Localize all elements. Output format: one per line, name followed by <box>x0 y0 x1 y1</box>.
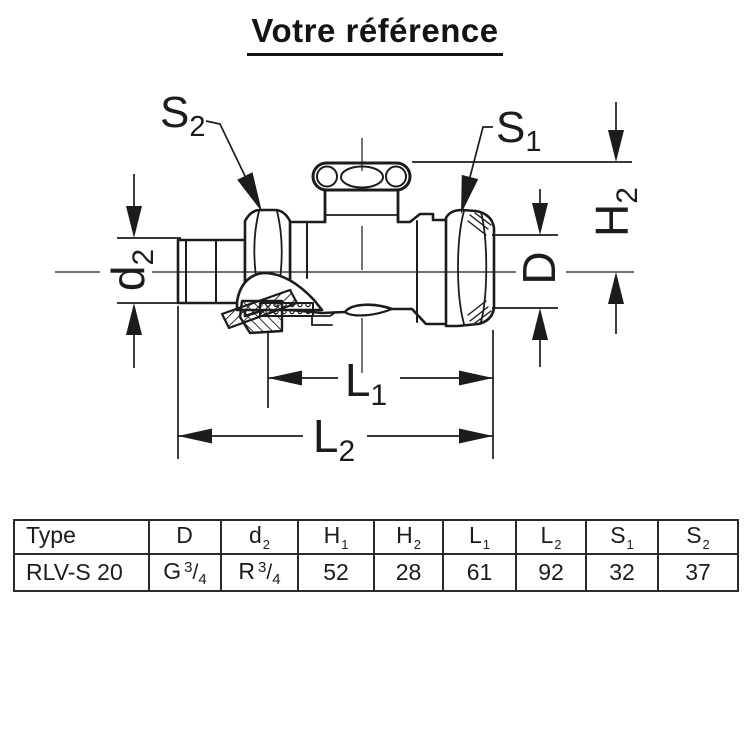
header-S2: S2 <box>657 519 739 555</box>
label-s1: S1 <box>496 103 542 158</box>
thread-cutaway-hatch <box>467 211 493 325</box>
label-s2: S2 <box>160 88 206 143</box>
union-nut-s1 <box>444 208 496 328</box>
header-H2: H2 <box>373 519 444 555</box>
header-S1: S1 <box>585 519 659 555</box>
header-L2: L2 <box>515 519 587 555</box>
label-d2: d2 <box>102 249 160 291</box>
cell-H1: 52 <box>297 553 375 592</box>
label-d: D <box>513 251 565 284</box>
cell-H2: 28 <box>373 553 444 592</box>
table-header-row: Type D d2 H1 H2 L1 L2 S1 S2 <box>13 519 739 555</box>
seat-lens <box>343 307 394 317</box>
header-D: D <box>148 519 222 555</box>
dimension-arrowheads <box>126 130 624 444</box>
cell-type: RLV-S 20 <box>13 553 150 592</box>
header-d2: d2 <box>220 519 299 555</box>
valve-body-group <box>176 161 496 335</box>
label-l2: L2 <box>313 410 355 468</box>
page-title-wrap: Votre référence <box>0 12 750 56</box>
label-l1: L1 <box>345 354 387 412</box>
header-type: Type <box>13 519 150 555</box>
header-L1: L1 <box>442 519 517 555</box>
s1-leader-arrow <box>461 174 479 214</box>
label-h2: H2 <box>586 187 644 237</box>
cell-S2: 37 <box>657 553 739 592</box>
cell-S1: 32 <box>585 553 659 592</box>
centerlines <box>55 138 634 373</box>
s2-leader-arrow <box>237 172 262 212</box>
gland-assembly <box>220 271 324 335</box>
header-H1: H1 <box>297 519 375 555</box>
page-title: Votre référence <box>247 12 503 56</box>
cell-L2: 92 <box>515 553 587 592</box>
thread-seal-dots <box>259 302 314 317</box>
cell-L1: 61 <box>442 553 517 592</box>
